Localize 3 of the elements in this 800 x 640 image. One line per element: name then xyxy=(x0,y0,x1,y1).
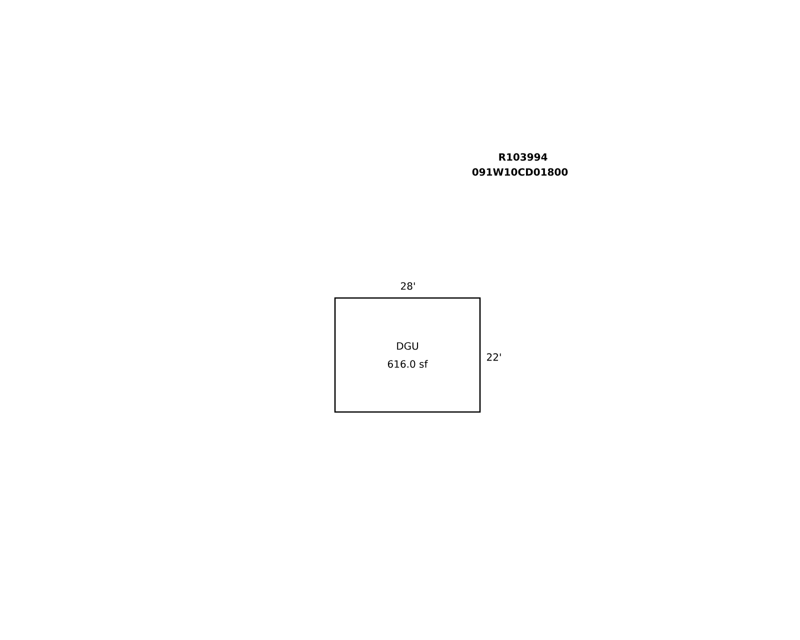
parcel-id: R103994 xyxy=(499,153,548,161)
parcel-id: 091W10CD01800 xyxy=(472,168,568,176)
room-outline: DGU 616.0 sf xyxy=(334,297,481,413)
